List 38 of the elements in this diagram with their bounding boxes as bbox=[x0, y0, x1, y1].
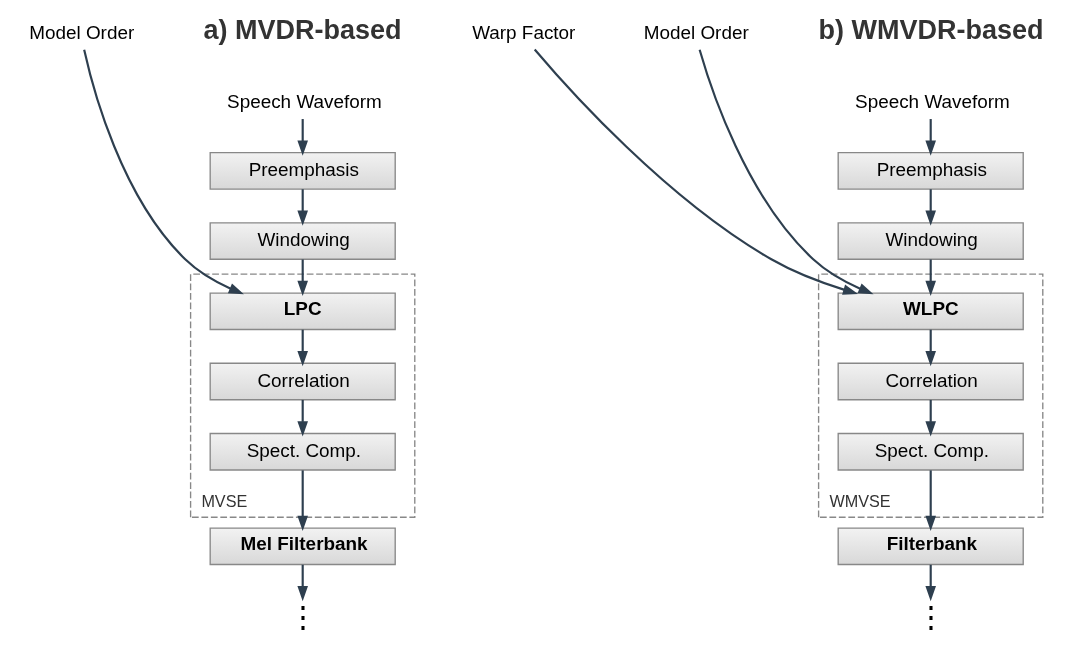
node-box: Preemphasis bbox=[209, 151, 396, 190]
arrow bbox=[296, 470, 308, 532]
arrow bbox=[924, 259, 936, 296]
node-text: ⋮ bbox=[915, 600, 946, 634]
node-text: Model Order bbox=[28, 21, 134, 43]
node-box: Preemphasis bbox=[837, 151, 1024, 190]
node-text: ⋮ bbox=[287, 600, 318, 634]
node-box: Correlation bbox=[209, 362, 396, 401]
node-box: Filterbank bbox=[837, 527, 1024, 566]
arrow bbox=[296, 189, 308, 226]
node-box: Windowing bbox=[837, 222, 1024, 260]
arrow bbox=[698, 49, 874, 295]
arrow bbox=[924, 470, 936, 532]
arrow bbox=[296, 119, 308, 156]
arrow bbox=[924, 119, 936, 156]
arrow bbox=[296, 329, 308, 367]
node-text: Speech Waveform bbox=[854, 91, 1010, 113]
node-box: Spect. Comp. bbox=[209, 432, 396, 471]
arrow bbox=[296, 259, 308, 296]
label: b) WMVDR-based bbox=[818, 15, 1044, 46]
arrow bbox=[296, 564, 308, 602]
node-text: Warp Factor bbox=[471, 21, 575, 43]
node-box: Correlation bbox=[837, 362, 1024, 401]
arrow bbox=[82, 49, 244, 295]
arrow bbox=[296, 399, 308, 437]
node-text: Speech Waveform bbox=[226, 91, 382, 113]
arrow bbox=[924, 399, 936, 437]
node-box: Windowing bbox=[209, 222, 396, 260]
node-box: WLPC bbox=[837, 292, 1024, 331]
node-text: Model Order bbox=[643, 21, 749, 43]
label: a) MVDR-based bbox=[202, 15, 401, 46]
node-box: LPC bbox=[209, 292, 396, 331]
arrow bbox=[924, 564, 936, 602]
node-box: Mel Filterbank bbox=[209, 527, 396, 566]
node-box: Spect. Comp. bbox=[837, 432, 1024, 471]
arrow bbox=[924, 189, 936, 226]
arrow bbox=[533, 48, 858, 295]
arrow bbox=[924, 329, 936, 367]
